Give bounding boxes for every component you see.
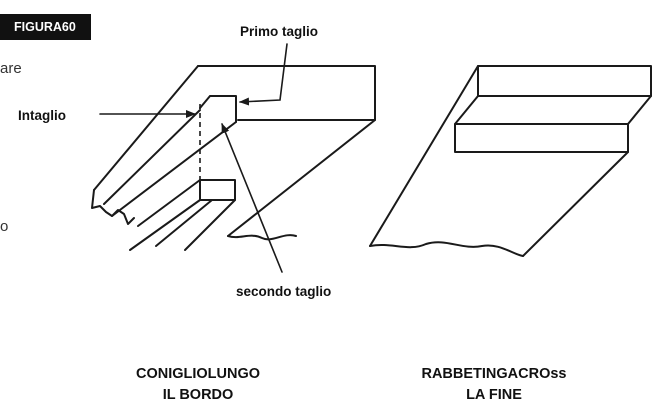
left-broken-end <box>91 189 135 225</box>
left-first-cut <box>199 95 237 123</box>
left-second-cut-block <box>199 179 236 201</box>
cropped-text-fragment: o <box>0 218 9 235</box>
right-broken-end <box>369 241 524 257</box>
label-secondo-taglio: secondo taglio <box>236 284 331 299</box>
right-board-top-step <box>477 65 652 97</box>
left-rabbet-channel <box>103 109 237 217</box>
label-intaglio: Intaglio <box>18 108 66 123</box>
left-board-drawing <box>91 65 376 251</box>
caption-right-line2: LA FINE <box>466 387 522 403</box>
right-board-drawing <box>369 65 652 257</box>
primo-taglio-leader <box>239 43 288 106</box>
left-board-top-face <box>197 65 376 121</box>
caption-left-line1: CONIGLIOLUNGO <box>136 366 260 382</box>
figure-number-badge: FIGURA60 <box>0 14 91 40</box>
secondo-taglio-leader <box>221 123 283 273</box>
caption-right-line1: RABBETINGACROss <box>421 366 566 382</box>
label-primo-taglio: Primo taglio <box>240 24 318 39</box>
cropped-text-fragment: are <box>0 60 22 77</box>
caption-left-line2: IL BORDO <box>163 387 234 403</box>
right-board-lower-step <box>454 123 629 153</box>
